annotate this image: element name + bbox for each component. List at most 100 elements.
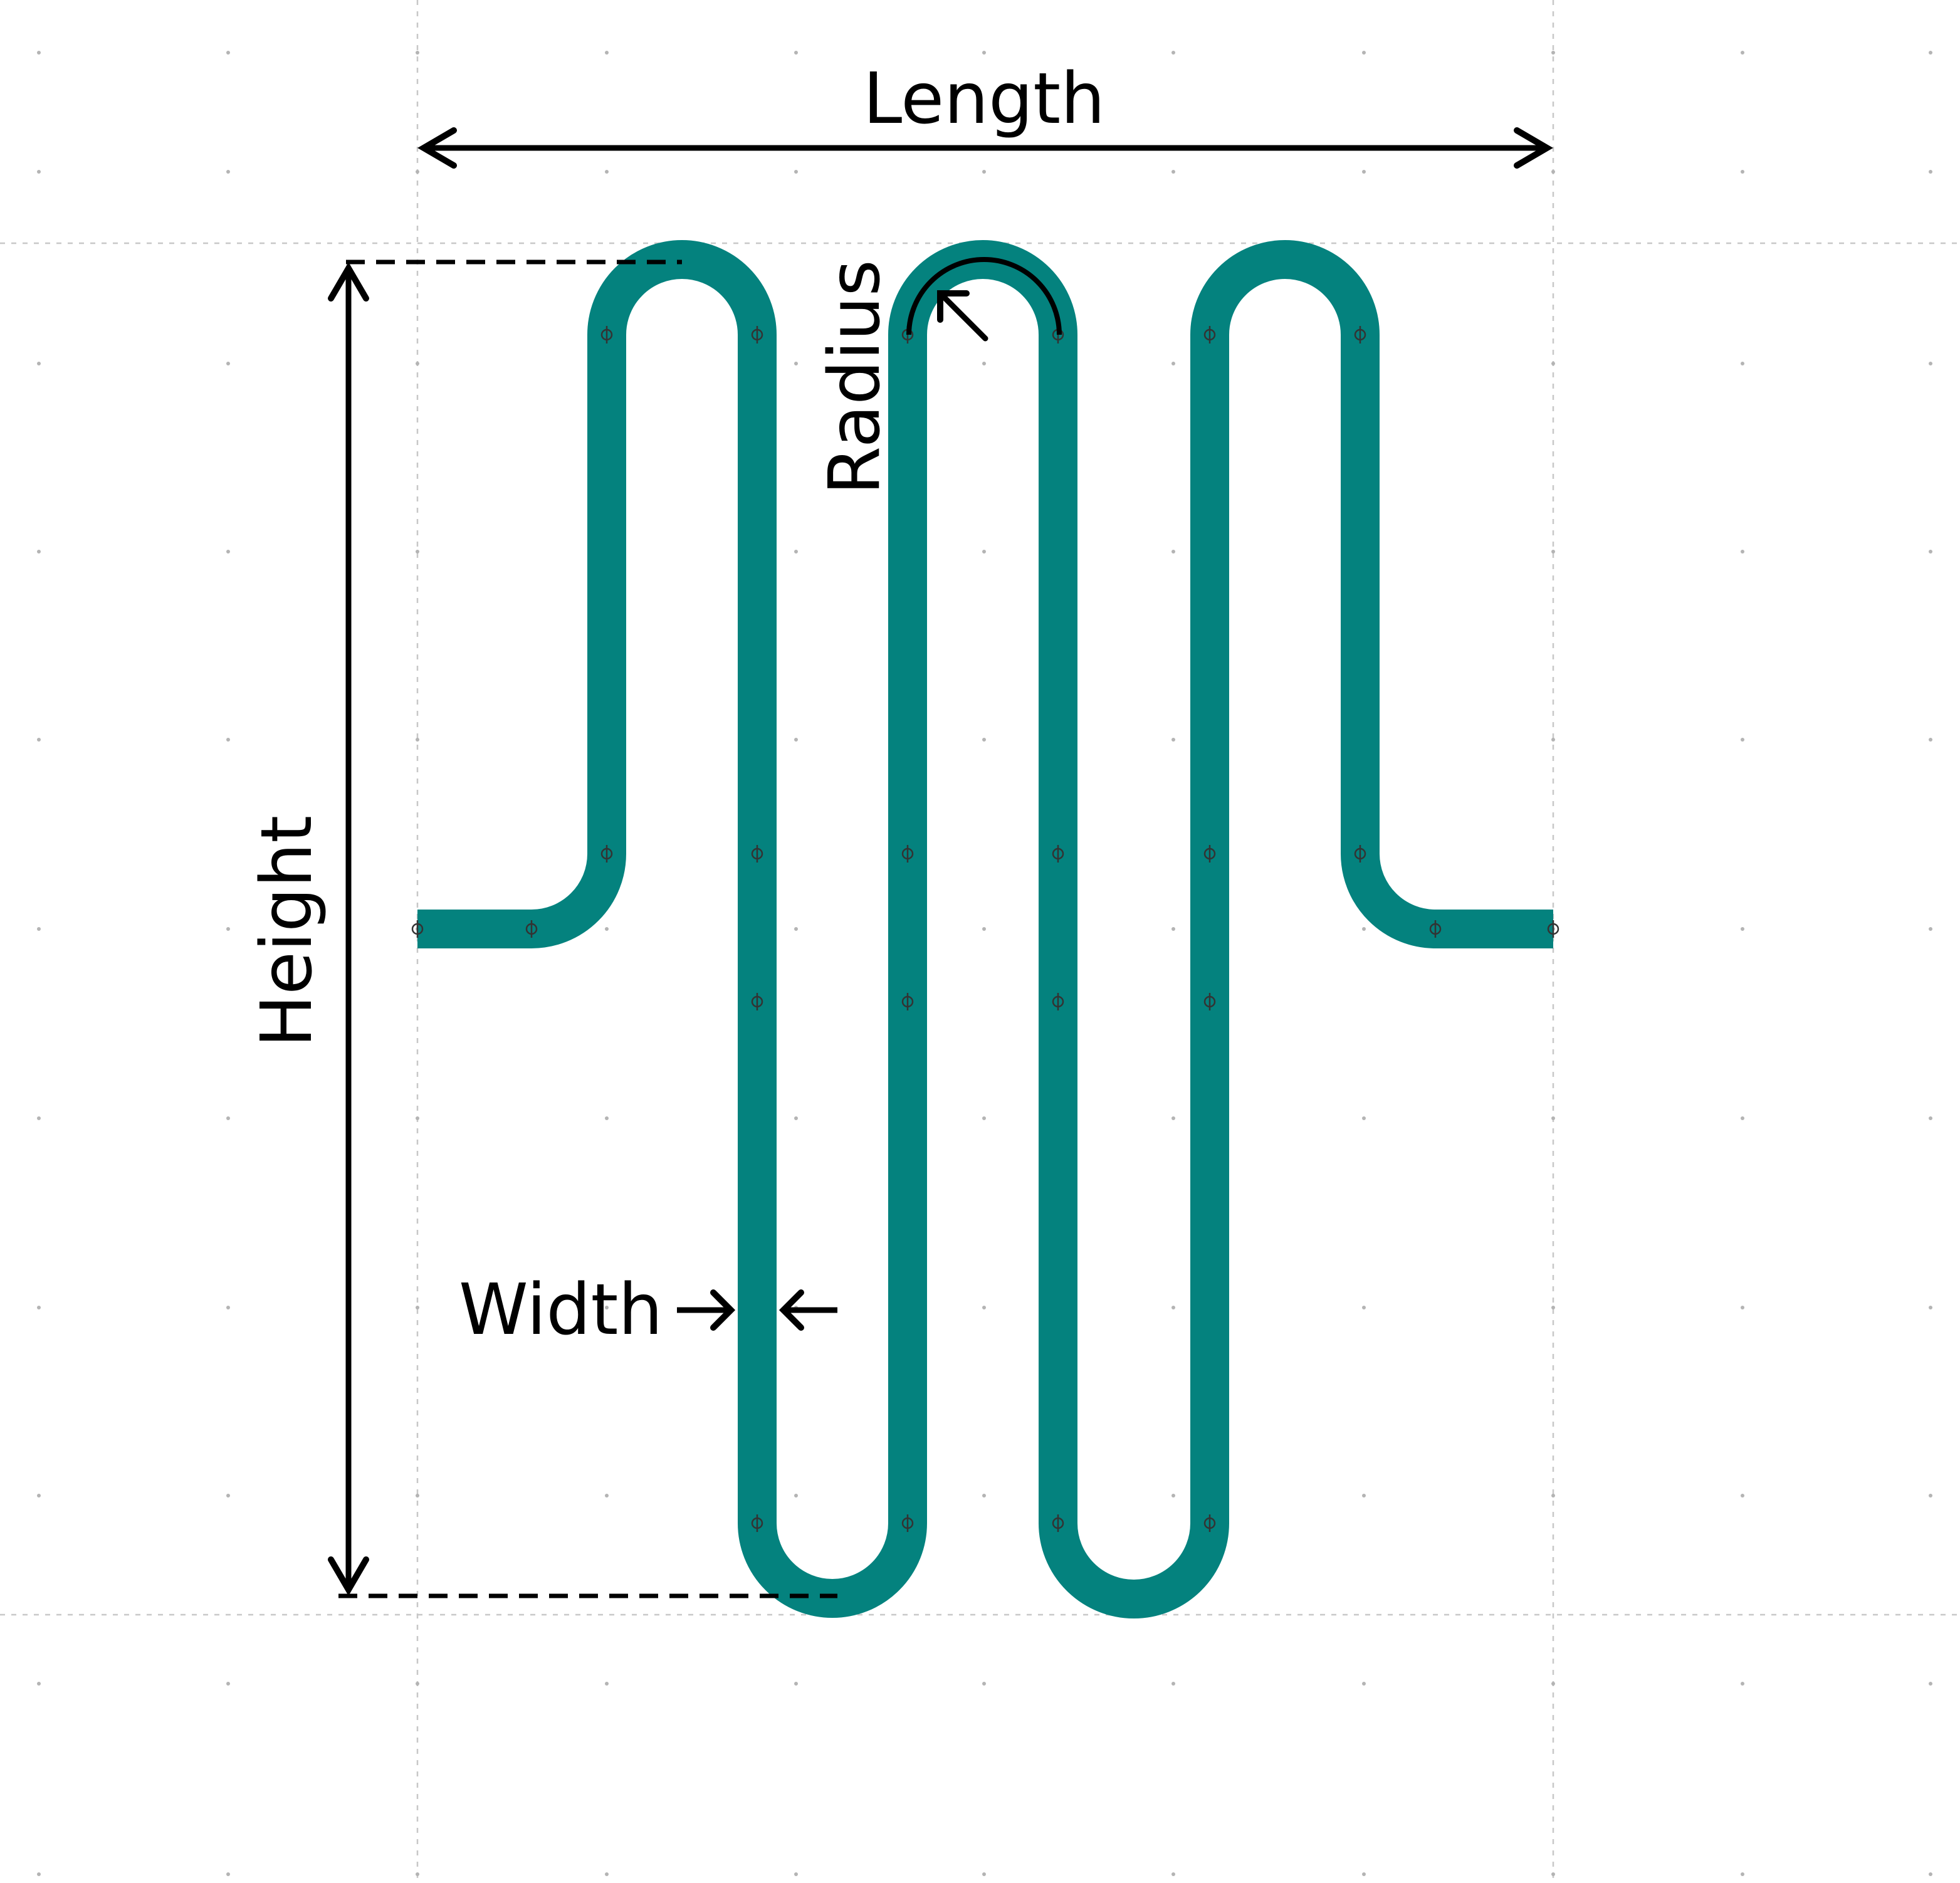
trace-marker — [411, 920, 424, 938]
grid-dot — [1551, 1682, 1555, 1686]
grid-dot — [37, 550, 41, 553]
grid-dot — [226, 170, 230, 174]
grid-dot — [982, 1682, 986, 1686]
radius-arrowhead — [937, 290, 970, 323]
grid-dot — [794, 1494, 798, 1497]
length-dimension: Length — [417, 58, 1553, 169]
grid-dot — [794, 362, 798, 365]
width-annotation: Width — [459, 1269, 837, 1351]
grid-dot — [605, 51, 609, 55]
grid-dot — [1171, 1682, 1175, 1686]
grid-dot — [982, 362, 986, 365]
grid-dot — [982, 927, 986, 931]
grid-dot — [1171, 51, 1175, 55]
grid-dot — [794, 1872, 798, 1876]
grid-dot — [416, 550, 419, 553]
grid-dot — [226, 362, 230, 365]
radius-arc — [906, 257, 1062, 335]
grid-dot — [982, 1116, 986, 1120]
grid-dot — [226, 550, 230, 553]
grid-dot — [1362, 927, 1366, 931]
trace-marker — [1354, 845, 1366, 863]
grid-dot — [226, 1872, 230, 1876]
trace-marker — [1203, 1514, 1216, 1532]
grid-dot — [416, 51, 419, 55]
grid-dot — [1171, 738, 1175, 742]
trace-marker — [901, 845, 914, 863]
grid-dot — [416, 1872, 419, 1876]
grid-dot — [982, 738, 986, 742]
trace-marker — [525, 920, 538, 938]
trace-marker — [600, 326, 613, 344]
height-label: Height — [246, 816, 328, 1047]
grid-dot — [416, 1116, 419, 1120]
grid-dot — [1741, 550, 1744, 553]
grid-dot — [1929, 1494, 1932, 1497]
grid-dot — [1171, 927, 1175, 931]
grid-dot — [1741, 927, 1744, 931]
grid-dot — [416, 170, 419, 174]
grid-dot — [37, 738, 41, 742]
grid-dot — [982, 1494, 986, 1497]
trace-marker — [901, 1514, 914, 1532]
trace-marker — [1203, 845, 1216, 863]
grid-dot — [37, 170, 41, 174]
grid-dot — [982, 51, 986, 55]
grid-dot — [226, 927, 230, 931]
grid-dot — [1551, 51, 1555, 55]
height-arrowhead-top — [328, 262, 369, 302]
width-arrowhead-left — [710, 1289, 736, 1331]
grid-dot — [1929, 550, 1932, 553]
grid-dot — [37, 1306, 41, 1309]
grid-dot — [1362, 1494, 1366, 1497]
grid-dot — [1362, 1306, 1366, 1309]
grid-dot — [1362, 170, 1366, 174]
grid-dot — [1929, 927, 1932, 931]
grid-dot — [1551, 1494, 1555, 1497]
grid-dot — [982, 1872, 986, 1876]
grid-dot — [37, 1494, 41, 1497]
grid-dot — [416, 1682, 419, 1686]
grid-dot — [1741, 170, 1744, 174]
grid-dot — [1171, 170, 1175, 174]
radius-label: Radius — [814, 260, 896, 495]
height-arrowhead-bottom — [328, 1556, 369, 1596]
grid-dot — [226, 1494, 230, 1497]
grid-dot — [1362, 1872, 1366, 1876]
grid-dot — [416, 738, 419, 742]
grid-dot — [1551, 362, 1555, 365]
grid-dot — [226, 738, 230, 742]
grid-dot — [1929, 1872, 1932, 1876]
trace-marker — [751, 993, 763, 1010]
grid-dot — [794, 170, 798, 174]
radius-arrow-line — [937, 290, 988, 342]
grid-dot — [1551, 550, 1555, 553]
grid-dot — [1741, 51, 1744, 55]
grid-dot — [982, 170, 986, 174]
grid-dot — [1171, 362, 1175, 365]
grid-dot — [605, 170, 609, 174]
grid-dot — [1929, 1306, 1932, 1309]
grid-dot — [605, 927, 609, 931]
trace-marker — [1052, 845, 1064, 863]
grid-dot — [605, 1116, 609, 1120]
grid-dot — [1929, 1116, 1932, 1120]
trace-marker — [600, 845, 613, 863]
grid-dot — [37, 51, 41, 55]
grid-dot — [1362, 51, 1366, 55]
height-dimension: Height — [246, 260, 837, 1598]
grid-dot — [416, 1494, 419, 1497]
grid-dot — [1929, 362, 1932, 365]
grid-dot — [1171, 1872, 1175, 1876]
grid-dot — [37, 1682, 41, 1686]
grid-dot — [37, 927, 41, 931]
trace-marker — [1547, 920, 1559, 938]
grid-dot — [1551, 738, 1555, 742]
grid-dot — [226, 51, 230, 55]
width-arrowhead-right — [778, 1289, 804, 1331]
trace-marker — [751, 1514, 763, 1532]
grid-dot — [794, 738, 798, 742]
grid-dot — [982, 550, 986, 553]
grid-dot — [794, 1682, 798, 1686]
